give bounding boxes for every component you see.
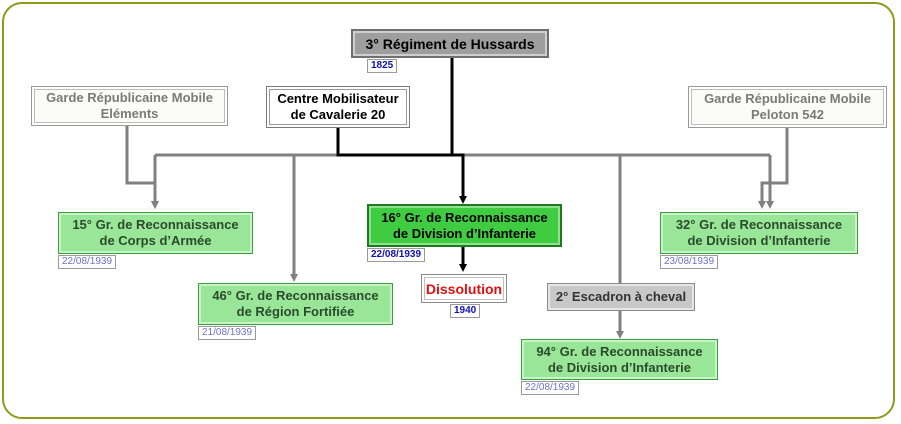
connector-garde-peloton-to-gr32	[758, 124, 789, 209]
gr46-label: 46° Gr. de Reconnaissance de Région Fort…	[212, 288, 379, 319]
gr94-label: 94° Gr. de Reconnaissance de Division d’…	[536, 343, 703, 375]
connector-regiment-to-gr16	[450, 56, 467, 204]
connector-garde-elements-to-gr15	[125, 122, 159, 209]
garde-elements-node: Garde Républicaine Mobile Eléments	[31, 86, 228, 126]
centre-mobilisateur-label: Centre Mobilisateur de Cavalerie 20	[277, 91, 399, 122]
gr32-date: 23/08/1939	[660, 255, 719, 269]
dissolution-node: Dissolution	[421, 274, 507, 303]
escadron-label: 2° Escadron à cheval	[555, 289, 687, 304]
gr16-date: 22/08/1939	[367, 248, 426, 262]
gr16-node: 16° Gr. de Reconnaissance de Division d’…	[367, 204, 562, 247]
gr46-date: 21/08/1939	[198, 326, 257, 340]
escadron-node: 2° Escadron à cheval	[547, 283, 695, 311]
gr46-node: 46° Gr. de Reconnaissance de Région Fort…	[198, 283, 393, 325]
gr15-date: 22/08/1939	[58, 255, 117, 269]
gr94-date: 22/08/1939	[521, 381, 580, 395]
regiment-node: 3° Régiment de Hussards	[351, 29, 549, 58]
gr32-label: 32° Gr. de Reconnaissance de Division d’…	[675, 217, 843, 248]
gr15-label: 15° Gr. de Reconnaissance de Corps d’Arm…	[72, 217, 239, 248]
connector-centre-to-branch	[336, 126, 452, 157]
centre-mobilisateur-node: Centre Mobilisateur de Cavalerie 20	[266, 86, 410, 128]
garde-peloton-node: Garde Républicaine Mobile Peloton 542	[688, 86, 887, 128]
gr15-node: 15° Gr. de Reconnaissance de Corps d’Arm…	[58, 212, 253, 254]
gr94-node: 94° Gr. de Reconnaissance de Division d’…	[521, 339, 718, 380]
gr32-node: 32° Gr. de Reconnaissance de Division d’…	[660, 212, 858, 254]
regiment-label: 3° Régiment de Hussards	[365, 35, 535, 52]
gr16-label: 16° Gr. de Reconnaissance de Division d’…	[381, 209, 548, 241]
regiment-date: 1825	[367, 59, 398, 73]
dissolution-label: Dissolution	[425, 280, 503, 297]
garde-elements-label: Garde Républicaine Mobile Eléments	[46, 90, 213, 121]
dissolution-date: 1940	[450, 304, 481, 318]
garde-peloton-label: Garde Républicaine Mobile Peloton 542	[704, 91, 871, 122]
